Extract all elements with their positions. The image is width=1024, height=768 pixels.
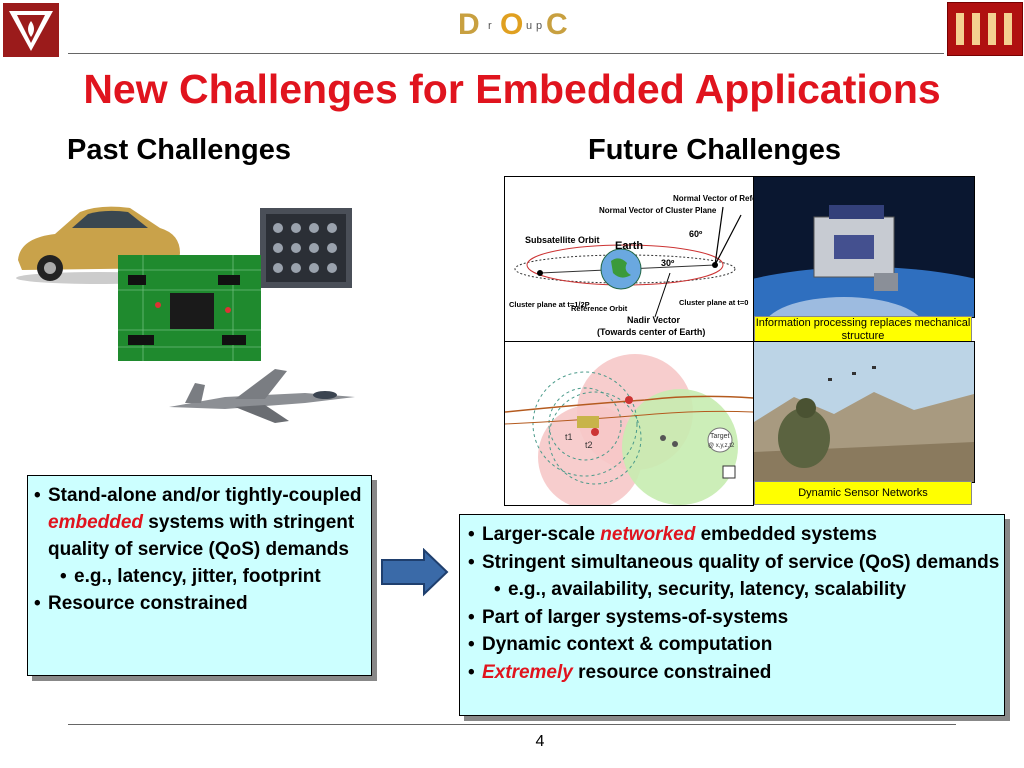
soldier-caption: Dynamic Sensor Networks [754,481,972,505]
cluster-plane-half-label: Cluster plane at t=1/2P [509,300,590,309]
future-bullet-networked: Larger-scale networked embedded systems [468,521,1004,549]
bottom-rule [68,724,956,725]
subsatellite-orbit-label: Subsatellite Orbit [525,235,600,245]
angle-30-label: 30º [661,258,675,268]
doc-letter-d: D [458,8,480,41]
doc-letter-c: C [546,8,568,41]
normal-ref-orbit-label: Normal Vector of Reference Orbit [673,194,753,203]
future-bullet-qos: Stringent simultaneous quality of servic… [468,549,1004,577]
past-heading: Past Challenges [67,134,292,166]
circuit-board-image [118,255,261,361]
networked-emphasis: networked [600,524,696,545]
doc-group-logo: D r O u p C [458,8,578,44]
future-bullet-sos: Part of larger systems-of-systems [468,604,1004,632]
normal-cluster-label: Normal Vector of Cluster Plane [599,206,717,215]
reference-orbit-label: Reference Orbit [571,304,628,313]
past-sub-bullet-latency: e.g., latency, jitter, footprint [60,563,371,590]
future-sub-bullet-availability: e.g., availability, security, latency, s… [494,576,1004,604]
target-position-label: @ x,y,z,t2 [708,443,735,449]
earth-label: Earth [615,240,643,252]
future-bullet-dynamic: Dynamic context & computation [468,631,1004,659]
doc-letter-p: p [536,20,543,32]
extremely-emphasis: Extremely [482,661,573,683]
satellite-caption: Information processing replaces mechanic… [754,316,972,342]
vanderbilt-logo [3,3,59,57]
doc-letter-u: u [526,20,533,32]
v-shield-icon [9,11,53,51]
fighter-jet-image [169,369,355,423]
t2-label: t2 [585,440,593,450]
cluster-plane-zero-label: Cluster plane at t=0 [679,298,748,307]
towards-center-label: (Towards center of Earth) [597,327,705,337]
embedded-emphasis: embedded [48,512,144,533]
satellite-image [753,176,975,318]
page-number: 4 [535,733,545,750]
isis-logo [947,2,1023,56]
sensor-network-diagram: t1 t2 Target @ x,y,z,t2 [504,341,754,506]
slide-title: New Challenges for Embedded Applications [83,66,941,112]
future-heading: Future Challenges [588,134,841,166]
nadir-vector-label: Nadir Vector [627,315,681,325]
top-rule [68,53,944,54]
avionics-box-image [260,208,352,288]
future-challenges-box: Larger-scale networked embedded systems … [459,514,1005,716]
soldier-sensor-image [753,341,975,483]
orbit-diagram-panel: Normal Vector of Reference Orbit Normal … [504,176,754,342]
past-bullet-standalone: Stand-alone and/or tightly-coupled embed… [34,482,371,563]
isis-columns-icon [956,13,1012,45]
target-label: Target [710,433,730,440]
doc-letter-r: r [488,20,492,32]
right-arrow-icon [381,548,449,597]
angle-60-label: 60º [689,229,703,239]
future-bullet-extremely: Extremely resource constrained [468,659,1004,687]
past-bullet-resource: Resource constrained [34,590,371,617]
doc-letter-o: O [500,8,524,41]
t1-label: t1 [565,432,573,442]
past-challenges-box: Stand-alone and/or tightly-coupled embed… [27,475,372,676]
